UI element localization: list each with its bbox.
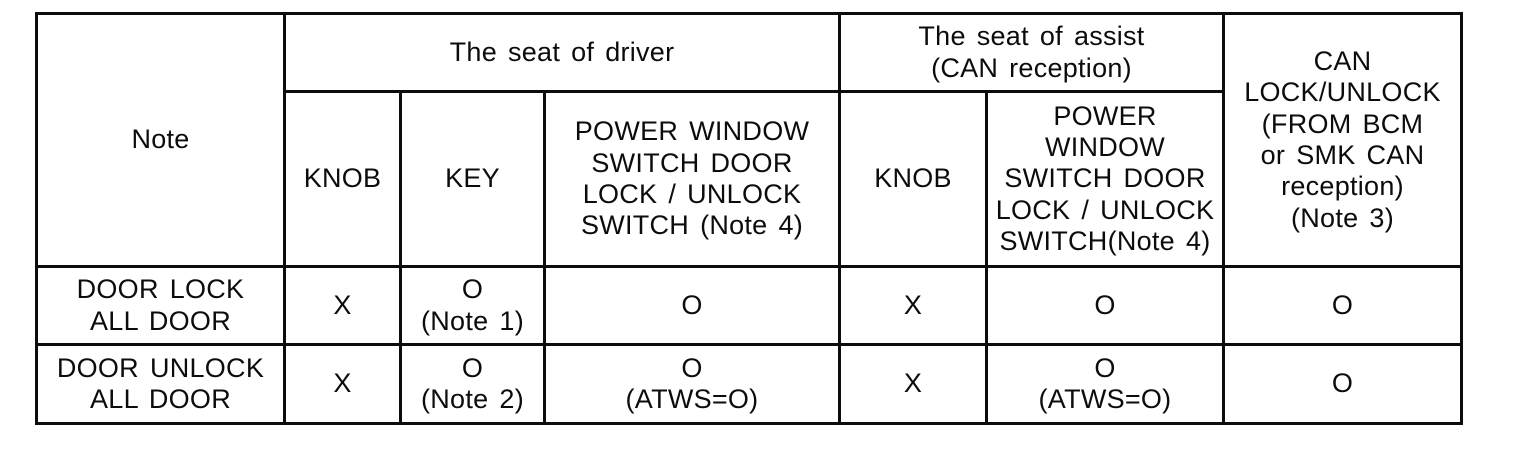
table-row-door-unlock: DOOR UNLOCK ALL DOOR X O (Note 2) O (ATW… (35, 343, 1463, 425)
row-label-door-lock-all-door: DOOR LOCK ALL DOOR (35, 265, 286, 346)
cell-unlock-driver-key: O (Note 2) (399, 343, 546, 425)
door-lock-unlock-operation-table: Note The seat of driver The seat of assi… (35, 12, 1463, 425)
header-can-lock-unlock-cell: CAN LOCK/UNLOCK (FROM BCM or SMK CAN rec… (1222, 12, 1463, 268)
header-driver-power-window-switch-cell: POWER WINDOW SWITCH DOOR LOCK / UNLOCK S… (543, 90, 841, 268)
cell-unlock-driver-knob: X (283, 343, 402, 425)
header-driver-seat-group-cell: The seat of driver (283, 12, 841, 93)
row-label-door-unlock-all-door: DOOR UNLOCK ALL DOOR (35, 343, 286, 425)
cell-lock-assist-power-switch: O (985, 265, 1225, 346)
cell-lock-assist-knob: X (838, 265, 988, 346)
cell-unlock-assist-knob: X (838, 343, 988, 425)
cell-lock-driver-knob: X (283, 265, 402, 346)
cell-lock-can: O (1222, 265, 1463, 346)
header-assist-power-window-switch-cell: POWER WINDOW SWITCH DOOR LOCK / UNLOCK S… (985, 90, 1225, 268)
header-driver-knob-cell: KNOB (283, 90, 402, 268)
header-note-cell: Note (35, 12, 286, 268)
header-driver-key-cell: KEY (399, 90, 546, 268)
cell-unlock-assist-power-switch: O (ATWS=O) (985, 343, 1225, 425)
table-row-door-lock: DOOR LOCK ALL DOOR X O (Note 1) O X O O (35, 265, 1463, 346)
header-assist-knob-cell: KNOB (838, 90, 988, 268)
cell-unlock-can: O (1222, 343, 1463, 425)
cell-lock-driver-key: O (Note 1) (399, 265, 546, 346)
header-assist-seat-group-cell: The seat of assist (CAN reception) (838, 12, 1225, 93)
cell-unlock-driver-power-switch: O (ATWS=O) (543, 343, 841, 425)
cell-lock-driver-power-switch: O (543, 265, 841, 346)
